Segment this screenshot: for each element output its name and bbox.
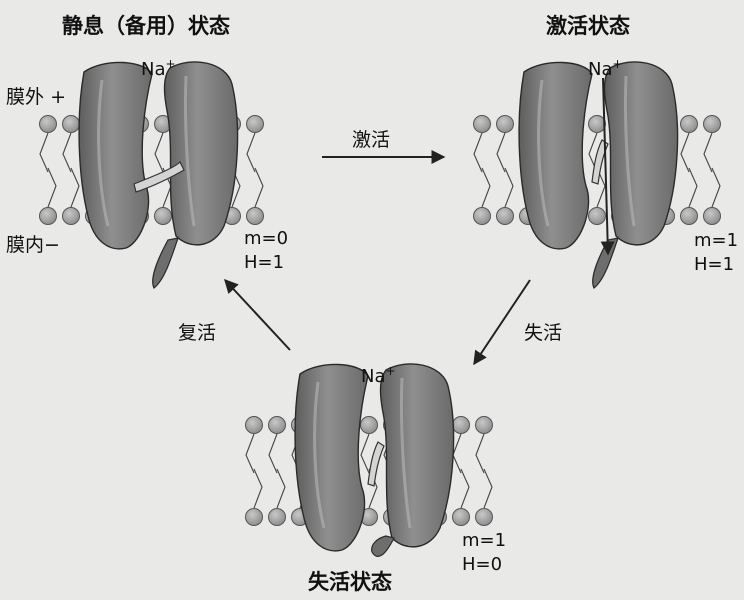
inactivated-lipid-head-inner — [268, 508, 286, 526]
activated-lipid-head-outer — [680, 115, 698, 133]
inactivated-lipid-head-outer — [360, 416, 378, 434]
resting-lipid-head-inner — [62, 207, 80, 225]
activated-h-gate: H=1 — [694, 254, 735, 275]
activated-lipid-head-inner — [703, 207, 721, 225]
extracellular-sign: + — [50, 86, 66, 108]
intracellular-sign: − — [44, 234, 60, 256]
resting-sodium-label: Na+ — [141, 57, 176, 80]
inactivate-arrow — [473, 279, 531, 366]
recover-arrow — [224, 278, 291, 351]
activated-lipid-head-inner — [588, 207, 606, 225]
activated-lipid-head-outer — [496, 115, 514, 133]
resting-m-gate: m=0 — [244, 228, 289, 249]
resting-left-highlight — [97, 79, 110, 227]
activated-lipid-head-outer — [703, 115, 721, 133]
extracellular-label: 膜外 + — [6, 86, 66, 108]
sodium-flow-arrow — [600, 77, 615, 256]
activated-left-subunit — [518, 61, 593, 250]
activated-h-gate — [592, 237, 619, 289]
inactivated-lipid-head-inner — [452, 508, 470, 526]
inactivated-h-gate: H=0 — [462, 554, 503, 575]
inactivated-right-highlight — [399, 377, 412, 529]
resting-lipid-head-outer — [62, 115, 80, 133]
inactivated-channel-group — [245, 363, 493, 557]
intracellular-label: 膜内− — [6, 234, 60, 256]
activated-lipid-head-inner — [680, 207, 698, 225]
inactivated-left-subunit — [294, 363, 369, 552]
activate-label: 激活 — [352, 129, 391, 151]
inactivated-lipid-head-inner — [475, 508, 493, 526]
inactivated-m-gate — [367, 441, 385, 487]
activated-right-subunit — [603, 61, 679, 246]
activated-lipid-head-inner — [473, 207, 491, 225]
inactivated-m-gate: m=1 — [462, 530, 507, 551]
resting-lipid-head-inner — [246, 207, 264, 225]
activated-m-gate: m=1 — [694, 230, 739, 251]
inactivated-lipid-head-outer — [475, 416, 493, 434]
resting-lipid-head-outer — [246, 115, 264, 133]
inactivate-label: 失活 — [524, 322, 563, 344]
resting-channel-group — [39, 61, 264, 289]
activated-lipid-head-outer — [588, 115, 606, 133]
inactivated-lipid-head-outer — [452, 416, 470, 434]
activated-lipid-head-inner — [496, 207, 514, 225]
resting-h-gate: H=1 — [244, 252, 285, 273]
activated-sodium-label: Na+ — [588, 57, 623, 80]
resting-lipid-head-inner — [154, 207, 172, 225]
resting-right-subunit — [163, 61, 239, 246]
inactivated-lipid-head-outer — [245, 416, 263, 434]
recover-label: 复活 — [178, 322, 217, 344]
activated-lipid-head-outer — [473, 115, 491, 133]
resting-lipid-head-inner — [39, 207, 57, 225]
inactivated-right-subunit — [379, 363, 455, 548]
activated-state-title: 激活状态 — [546, 14, 630, 38]
resting-state-title: 静息（备用）状态 — [62, 14, 230, 38]
activated-channel-group — [473, 61, 721, 289]
inactivated-sodium-label: Na+ — [361, 364, 396, 387]
inactivated-lipid-tails — [245, 433, 493, 509]
activated-m-gate — [591, 139, 609, 185]
inactivated-membrane — [245, 416, 493, 526]
inactivated-left-highlight — [313, 381, 326, 529]
resting-m-gate — [133, 160, 185, 193]
inactivated-lipid-head-outer — [268, 416, 286, 434]
resting-left-subunit — [78, 61, 153, 250]
inactivated-h-gate — [371, 535, 395, 557]
activated-left-highlight — [537, 79, 550, 227]
resting-right-highlight — [183, 75, 196, 227]
inactivated-state-title: 失活状态 — [308, 570, 392, 594]
resting-h-gate — [152, 237, 179, 289]
activated-right-highlight — [623, 75, 636, 227]
resting-lipid-head-outer — [39, 115, 57, 133]
inactivated-lipid-head-inner — [245, 508, 263, 526]
